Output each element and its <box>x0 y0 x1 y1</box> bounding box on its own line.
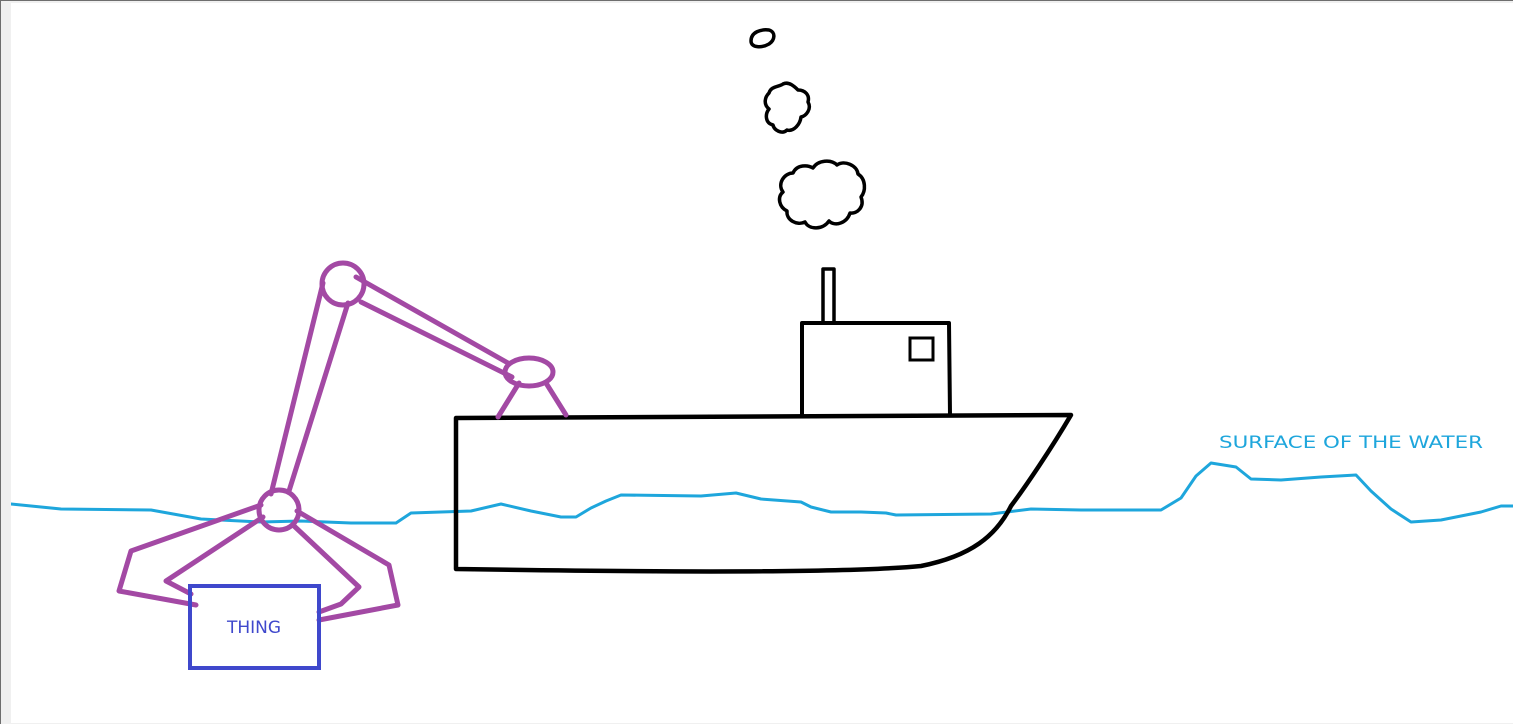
crane-claw-left <box>116 502 266 608</box>
crane-boom <box>353 274 515 380</box>
smoke-puff-medium <box>763 81 812 134</box>
smoke-puff-small <box>749 28 776 49</box>
crane-forearm <box>268 280 351 497</box>
canvas-background <box>11 3 1513 723</box>
ship-cabin <box>800 321 952 416</box>
ship-chimney <box>821 267 836 323</box>
smoke-puff-large <box>777 159 867 230</box>
water-surface-label: SURFACE OF THE WATER <box>1219 433 1483 453</box>
thing-box <box>188 584 321 670</box>
crane-arm <box>116 260 569 623</box>
crane-base-legs <box>495 380 569 420</box>
crane-upper-joint <box>319 260 367 308</box>
thing-label: THING <box>226 618 281 638</box>
crane-base-joint <box>502 355 556 389</box>
crane-claw-right <box>290 508 401 623</box>
ship-hull <box>453 412 1074 574</box>
drawing-canvas: THING SURFACE OF THE WATER <box>11 3 1513 723</box>
water-surface-line <box>11 461 1513 525</box>
ship-cabin-window <box>908 336 935 362</box>
